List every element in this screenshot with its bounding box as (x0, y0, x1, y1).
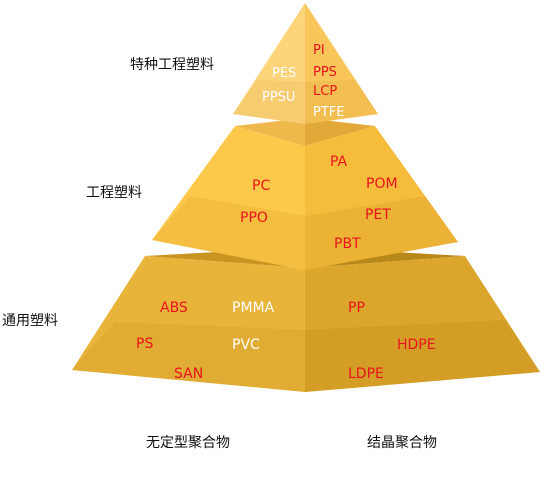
material-lcp: LCP (313, 84, 337, 99)
material-abs: ABS (160, 300, 188, 316)
bottom-tier-shade-left (72, 322, 305, 392)
middle-tier-shade-right (305, 196, 458, 270)
tier-name-engineering: 工程塑料 (86, 185, 142, 201)
material-pet: PET (365, 207, 391, 223)
middle-tier-rim-left (235, 118, 305, 146)
material-ppo: PPO (240, 210, 268, 226)
material-ptfe: PTFE (313, 105, 344, 120)
material-pps: PPS (313, 65, 337, 80)
tier-name-specialty: 特种工程塑料 (130, 57, 214, 73)
material-pmma: PMMA (232, 300, 275, 316)
material-hdpe: HDPE (397, 337, 436, 353)
middle-tier-rim-right (305, 118, 375, 146)
top-tier (233, 3, 378, 124)
middle-tier-shade-left (152, 196, 305, 270)
material-pc: PC (252, 178, 270, 194)
top-tier-shade-left (233, 80, 305, 124)
bottom-tier-shade-right (305, 320, 540, 392)
material-pes: PES (272, 66, 296, 81)
material-pp: PP (348, 300, 365, 316)
top-tier-shade-right (305, 80, 378, 124)
material-pbt: PBT (334, 236, 361, 252)
column-label-amorphous: 无定型聚合物 (146, 435, 230, 451)
material-ldpe: LDPE (348, 366, 384, 382)
bottom-tier-face-right (305, 256, 540, 392)
material-pvc: PVC (232, 337, 260, 353)
material-pom: POM (366, 176, 398, 192)
column-label-crystalline: 结晶聚合物 (367, 435, 437, 451)
material-ps: PS (136, 336, 153, 352)
material-pi: PI (313, 43, 325, 58)
bottom-tier (72, 247, 540, 392)
material-san: SAN (174, 366, 203, 382)
material-ppsu: PPSU (262, 90, 295, 105)
material-pa: PA (330, 154, 348, 170)
middle-tier (152, 118, 458, 270)
tier-name-commodity: 通用塑料 (2, 313, 58, 329)
